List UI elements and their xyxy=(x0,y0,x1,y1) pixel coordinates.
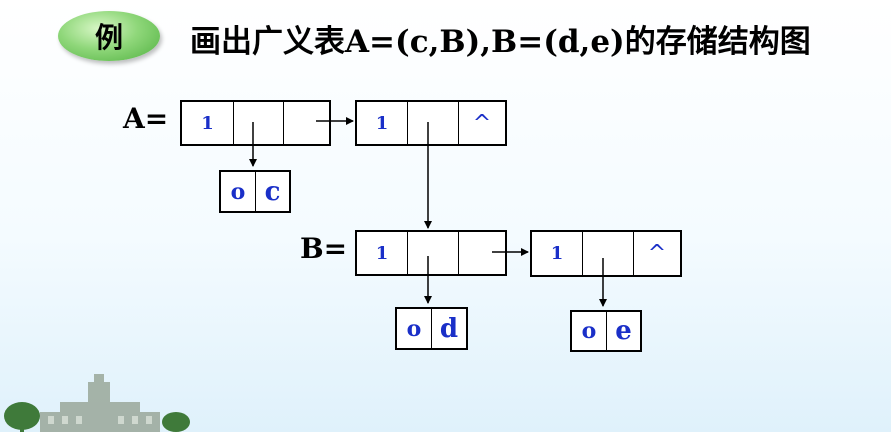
label-a: A= xyxy=(123,102,169,135)
node-head-pointer-cell xyxy=(582,232,633,275)
atom-tag-cell: o xyxy=(581,318,597,344)
node-tag-cell: 1 xyxy=(550,243,564,264)
list-node-b2: 1 ^ xyxy=(530,230,682,277)
example-badge: 例 xyxy=(58,11,160,61)
node-tail-null-cell: ^ xyxy=(633,232,680,275)
list-node-a1: 1 xyxy=(180,100,331,146)
node-tail-pointer-cell xyxy=(283,102,329,144)
atom-node-d: o d xyxy=(395,307,468,350)
node-tail-null-cell: ^ xyxy=(458,102,505,144)
campus-building-decoration xyxy=(4,374,190,432)
label-b: B= xyxy=(300,232,348,265)
node-tag-cell: 1 xyxy=(201,112,214,134)
atom-node-c: o c xyxy=(219,170,291,213)
node-head-pointer-cell xyxy=(407,232,458,274)
atom-value-cell: c xyxy=(255,172,289,211)
list-node-a2: 1 ^ xyxy=(355,100,507,146)
node-tag-cell: 1 xyxy=(375,112,389,134)
atom-value-cell: d xyxy=(431,309,466,348)
list-node-b1: 1 xyxy=(355,230,507,276)
atom-value-cell: e xyxy=(606,312,640,350)
atom-tag-cell: o xyxy=(230,178,246,205)
node-tail-pointer-cell xyxy=(458,232,505,274)
atom-node-e: o e xyxy=(570,310,642,352)
atom-tag-cell: o xyxy=(406,315,422,342)
node-head-pointer-cell xyxy=(407,102,458,144)
node-tag-cell: 1 xyxy=(375,242,389,264)
page-title: 画出广义表A=(c,B),B=(d,e)的存储结构图 xyxy=(190,24,811,60)
node-head-pointer-cell xyxy=(233,102,283,144)
